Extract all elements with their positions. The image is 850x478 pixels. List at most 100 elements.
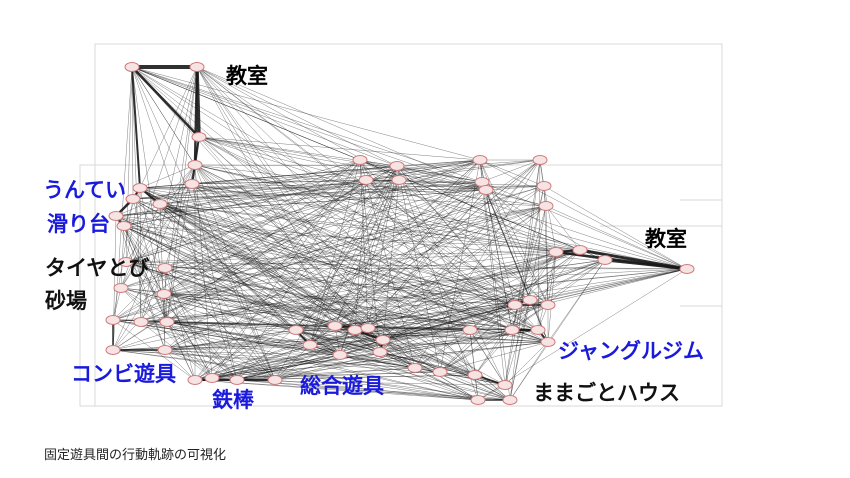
- location-node: [478, 185, 494, 195]
- trajectory-edge: [339, 165, 398, 356]
- trajectory-edge: [309, 159, 361, 346]
- trajectory-edge: [132, 198, 168, 323]
- trajectory-edge: [236, 367, 416, 381]
- location-node: [347, 325, 363, 335]
- trajectory-edge: [359, 159, 506, 386]
- trajectory-edge: [547, 251, 557, 343]
- trajectory-edge: [196, 66, 487, 191]
- trajectory-edge: [469, 329, 479, 401]
- trajectory-edge: [194, 164, 547, 207]
- location-node: [532, 155, 548, 165]
- location-node: [191, 132, 207, 142]
- location-node: [229, 375, 245, 385]
- trajectory-edge: [414, 159, 541, 369]
- trajectory-edge: [236, 304, 549, 381]
- trajectory-edge: [359, 159, 476, 376]
- trajectory-edge: [309, 329, 539, 346]
- trajectory-edge: [194, 159, 361, 381]
- location-node: [105, 315, 121, 325]
- trajectory-edge: [485, 189, 549, 306]
- trajectory-edge: [115, 215, 476, 376]
- trajectory-edge: [474, 374, 511, 401]
- trajectory-edge: [396, 165, 549, 343]
- trajectory-edge: [439, 159, 481, 373]
- label-slide: 滑り台: [47, 212, 110, 236]
- trajectory-edge: [211, 327, 369, 379]
- trajectory-edge: [365, 179, 516, 306]
- trajectory-edge: [481, 181, 516, 306]
- location-node: [548, 247, 564, 257]
- trajectory-edge: [367, 165, 398, 329]
- trajectory-edge: [193, 66, 199, 166]
- trajectory-edge: [112, 159, 361, 321]
- location-node: [332, 350, 348, 360]
- trajectory-edge: [382, 179, 400, 341]
- trajectory-edge: [504, 299, 531, 386]
- trajectory-edge: [131, 66, 238, 381]
- location-node: [204, 373, 220, 383]
- label-classroom-right: 教室: [645, 227, 687, 251]
- trajectory-edge: [414, 304, 516, 369]
- location-node: [118, 257, 134, 267]
- trajectory-edge: [309, 179, 367, 346]
- trajectory-edge: [367, 185, 545, 329]
- trajectory-edge: [359, 159, 369, 329]
- trajectory-edge: [365, 179, 483, 183]
- trajectory-edge: [163, 293, 513, 331]
- location-node: [389, 161, 405, 171]
- location-node: [375, 335, 391, 345]
- trajectory-edge: [365, 159, 481, 181]
- trajectory-edge: [132, 198, 511, 401]
- trajectory-edge: [359, 159, 581, 251]
- location-node: [184, 179, 200, 189]
- trajectory-edge: [140, 321, 276, 381]
- trajectory-edge: [379, 205, 547, 353]
- trajectory-edge: [140, 321, 479, 401]
- location-node: [352, 155, 368, 165]
- trajectory-edge: [120, 181, 483, 289]
- location-node: [124, 62, 140, 72]
- trajectory-edge: [131, 66, 200, 138]
- trajectory-edge: [529, 259, 606, 301]
- trajectory-edge: [125, 261, 531, 301]
- trajectory-edge: [295, 165, 398, 331]
- figure-caption: 固定遊具間の行動軌跡の可視化: [44, 448, 227, 463]
- location-node: [504, 325, 520, 335]
- location-node: [522, 295, 538, 305]
- trajectory-edge: [295, 205, 547, 331]
- trajectory-edge: [123, 225, 549, 343]
- trajectory-edge: [354, 299, 531, 331]
- location-node: [470, 395, 486, 405]
- trajectory-edge: [112, 287, 122, 321]
- trajectory-edge: [164, 205, 547, 269]
- location-node: [467, 370, 483, 380]
- trajectory-edge: [398, 159, 541, 181]
- label-classroom-top: 教室: [226, 64, 268, 88]
- trajectory-edge: [166, 159, 481, 323]
- trajectory-edge: [511, 259, 606, 331]
- trajectory-edge: [485, 189, 549, 343]
- trajectory-edge: [198, 136, 481, 161]
- trajectory-edge: [398, 179, 549, 306]
- location-node: [536, 181, 552, 191]
- trajectory-edge: [339, 354, 511, 401]
- trajectory-edge: [120, 225, 125, 289]
- trajectory-edge: [164, 349, 196, 381]
- trajectory-edge: [367, 205, 547, 329]
- trajectory-edge: [115, 215, 166, 351]
- trajectory-edge: [439, 341, 549, 373]
- trajectory-edge: [211, 377, 511, 401]
- location-node: [462, 325, 478, 335]
- trajectory-edge: [469, 249, 581, 331]
- trajectory-edge: [396, 159, 481, 167]
- trajectory-edge: [159, 203, 276, 381]
- label-suntei: うんてい: [43, 178, 126, 202]
- trajectory-edge: [198, 136, 688, 270]
- location-node: [133, 317, 149, 327]
- location-node: [432, 367, 448, 377]
- label-sandbox: 砂場: [45, 289, 87, 313]
- trajectory-edge: [132, 165, 398, 200]
- trajectory-edge: [309, 341, 549, 346]
- trajectory-edge: [194, 181, 483, 381]
